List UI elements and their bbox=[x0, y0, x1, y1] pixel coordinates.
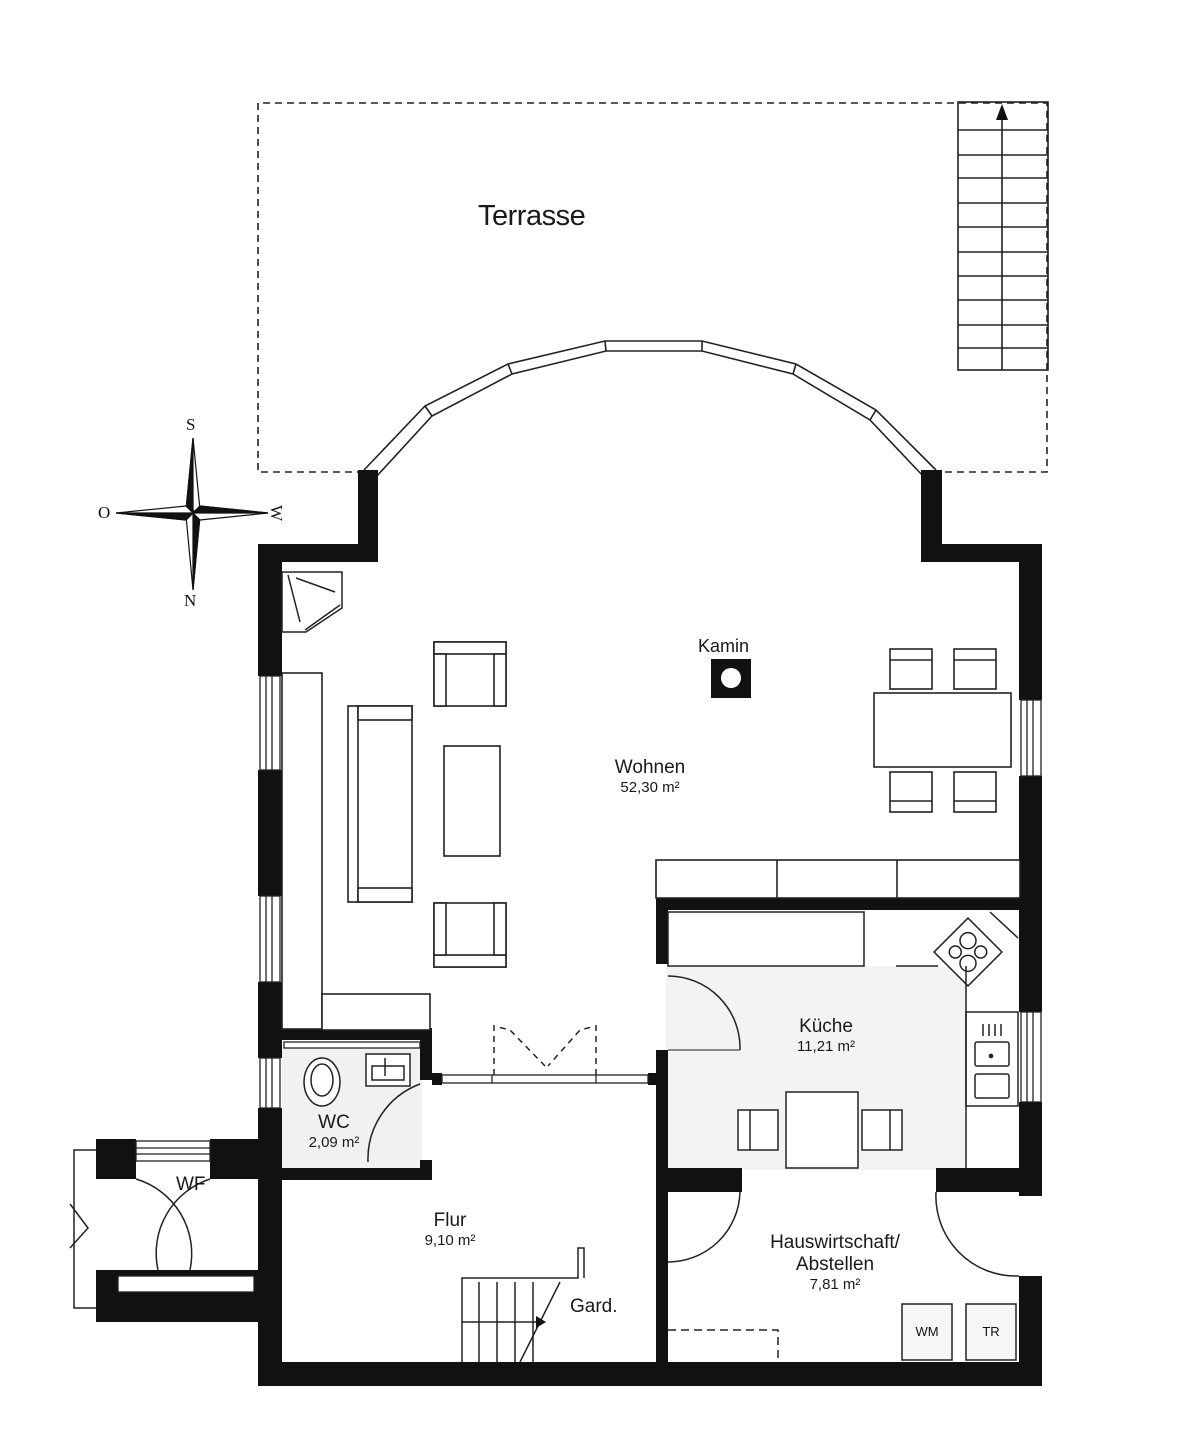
room-hauswirtschaft-name-2: Abstellen bbox=[795, 1254, 875, 1275]
kitchen-fittings bbox=[667, 911, 1019, 1169]
living-furniture bbox=[281, 641, 1021, 1031]
room-wc-area: 2,09 m² bbox=[308, 1134, 360, 1151]
washing-machine-label: WM bbox=[915, 1324, 939, 1339]
entrance-canopy bbox=[69, 1149, 211, 1309]
room-wohnen: Wohnen 52,30 m² bbox=[598, 757, 702, 797]
room-kueche-area: 11,21 m² bbox=[796, 1038, 856, 1055]
hall-stairs-arrow-icon bbox=[536, 1316, 546, 1328]
terrace-label: Terrasse bbox=[478, 200, 586, 232]
dryer-label: TR bbox=[982, 1324, 1000, 1339]
compass-rose-icon bbox=[115, 437, 269, 591]
terrace-stairs bbox=[957, 101, 1049, 371]
bay-window bbox=[363, 340, 937, 478]
terrace-outline bbox=[257, 102, 1048, 473]
compass-west-label: W bbox=[267, 504, 287, 522]
room-flur: Flur 9,10 m² bbox=[404, 1210, 496, 1250]
room-wohnen-area: 52,30 m² bbox=[620, 779, 680, 796]
room-wohnen-name: Wohnen bbox=[614, 757, 686, 778]
hall-stairs bbox=[461, 1247, 585, 1363]
corner-stove bbox=[281, 571, 343, 633]
room-hauswirtschaft: Hauswirtschaft/ Abstellen 7,81 m² bbox=[760, 1232, 910, 1294]
room-kueche-name: Küche bbox=[799, 1016, 853, 1037]
room-hauswirtschaft-area: 7,81 m² bbox=[809, 1276, 861, 1293]
kamin-label: Kamin bbox=[698, 636, 750, 656]
room-flur-area: 9,10 m² bbox=[424, 1232, 476, 1249]
room-wf-name: WF bbox=[176, 1174, 206, 1195]
folding-doors bbox=[493, 1025, 597, 1075]
walls bbox=[96, 470, 1042, 1386]
stairs-arrow-icon bbox=[996, 104, 1008, 120]
room-hauswirtschaft-name-1: Hauswirtschaft/ bbox=[770, 1232, 900, 1253]
room-wc: WC 2,09 m² bbox=[292, 1112, 376, 1152]
kamin-flue-icon bbox=[721, 668, 741, 688]
compass-east-label: O bbox=[98, 503, 111, 522]
windows bbox=[117, 675, 1042, 1293]
room-flur-name: Flur bbox=[433, 1210, 467, 1231]
utility-doors bbox=[667, 1191, 1020, 1362]
room-kueche: Küche 11,21 m² bbox=[778, 1016, 874, 1056]
compass-south-label: S bbox=[186, 415, 196, 434]
garderobe-label: Gard. bbox=[570, 1296, 618, 1317]
wc-fittings bbox=[303, 1053, 421, 1163]
room-wc-name: WC bbox=[318, 1112, 350, 1133]
compass-north-label: N bbox=[184, 591, 197, 610]
